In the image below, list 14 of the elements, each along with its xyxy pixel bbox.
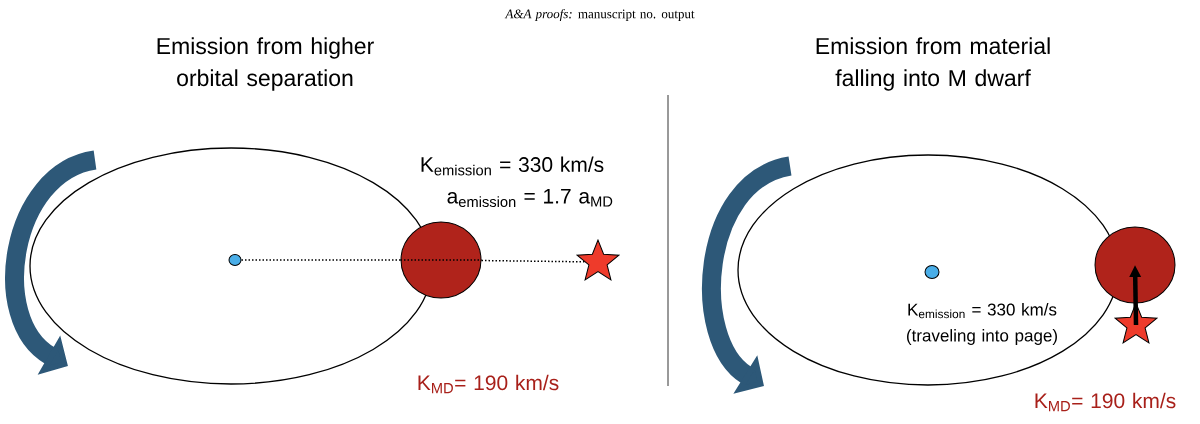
star-marker — [576, 239, 620, 281]
page-header: A&A proofs: manuscript no. output — [504, 9, 695, 21]
dotted-line — [240, 259, 402, 261]
velocity-label: K$_{emission}$ = 330 km/s (traveling into page) — [907, 303, 1057, 345]
panel-title: Emission from higher orbital separation — [157, 37, 374, 91]
circle-marker — [924, 265, 940, 279]
panel-title: Emission from material falling into M dwarf — [816, 37, 1050, 91]
separation-label: a$_{emission}$ = 1.7 a$_{MD}$ — [447, 188, 613, 208]
circle-marker — [1094, 226, 1176, 304]
velocity-label: K$_{MD}$= 190 km/s — [1035, 392, 1176, 412]
velocity-label: K$_{MD}$= 190 km/s — [418, 374, 559, 394]
dotted-line — [480, 259, 586, 263]
velocity-label: K$_{emission}$ = 330 km/s — [421, 156, 604, 176]
circle-marker — [400, 221, 482, 299]
